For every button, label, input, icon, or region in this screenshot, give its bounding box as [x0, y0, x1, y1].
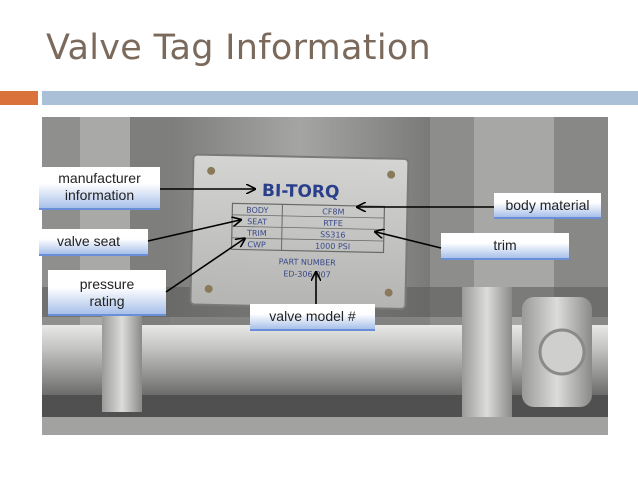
- callout-manufacturer-information: manufacturer information: [39, 167, 160, 210]
- callout-valve-model: valve model #: [250, 304, 375, 331]
- tag-field-cwp: CWP: [247, 240, 266, 249]
- tag-value-trim: SS316: [320, 230, 346, 240]
- tag-value-body: CF8M: [322, 207, 344, 216]
- slide-title: Valve Tag Information: [46, 28, 432, 68]
- tag-field-body: BODY: [246, 206, 269, 215]
- tag-part-label: PART NUMBER: [279, 257, 337, 267]
- callout-trim: trim: [441, 233, 569, 260]
- tag-field-seat: SEAT: [247, 217, 267, 226]
- accent-bar-orange: [0, 91, 38, 105]
- tag-brand: BI-TORQ: [262, 181, 340, 203]
- accent-bar-blue: [42, 91, 638, 105]
- callout-body-material: body material: [494, 193, 601, 219]
- tag-value-cwp: 1000 PSI: [315, 242, 350, 252]
- callout-valve-seat: valve seat: [39, 229, 148, 256]
- tag-field-trim: TRIM: [246, 229, 267, 238]
- callout-pressure-rating: pressure rating: [48, 270, 166, 316]
- tag-value-seat: RTFE: [323, 219, 343, 228]
- tag-part-number: ED-306-007: [283, 269, 331, 279]
